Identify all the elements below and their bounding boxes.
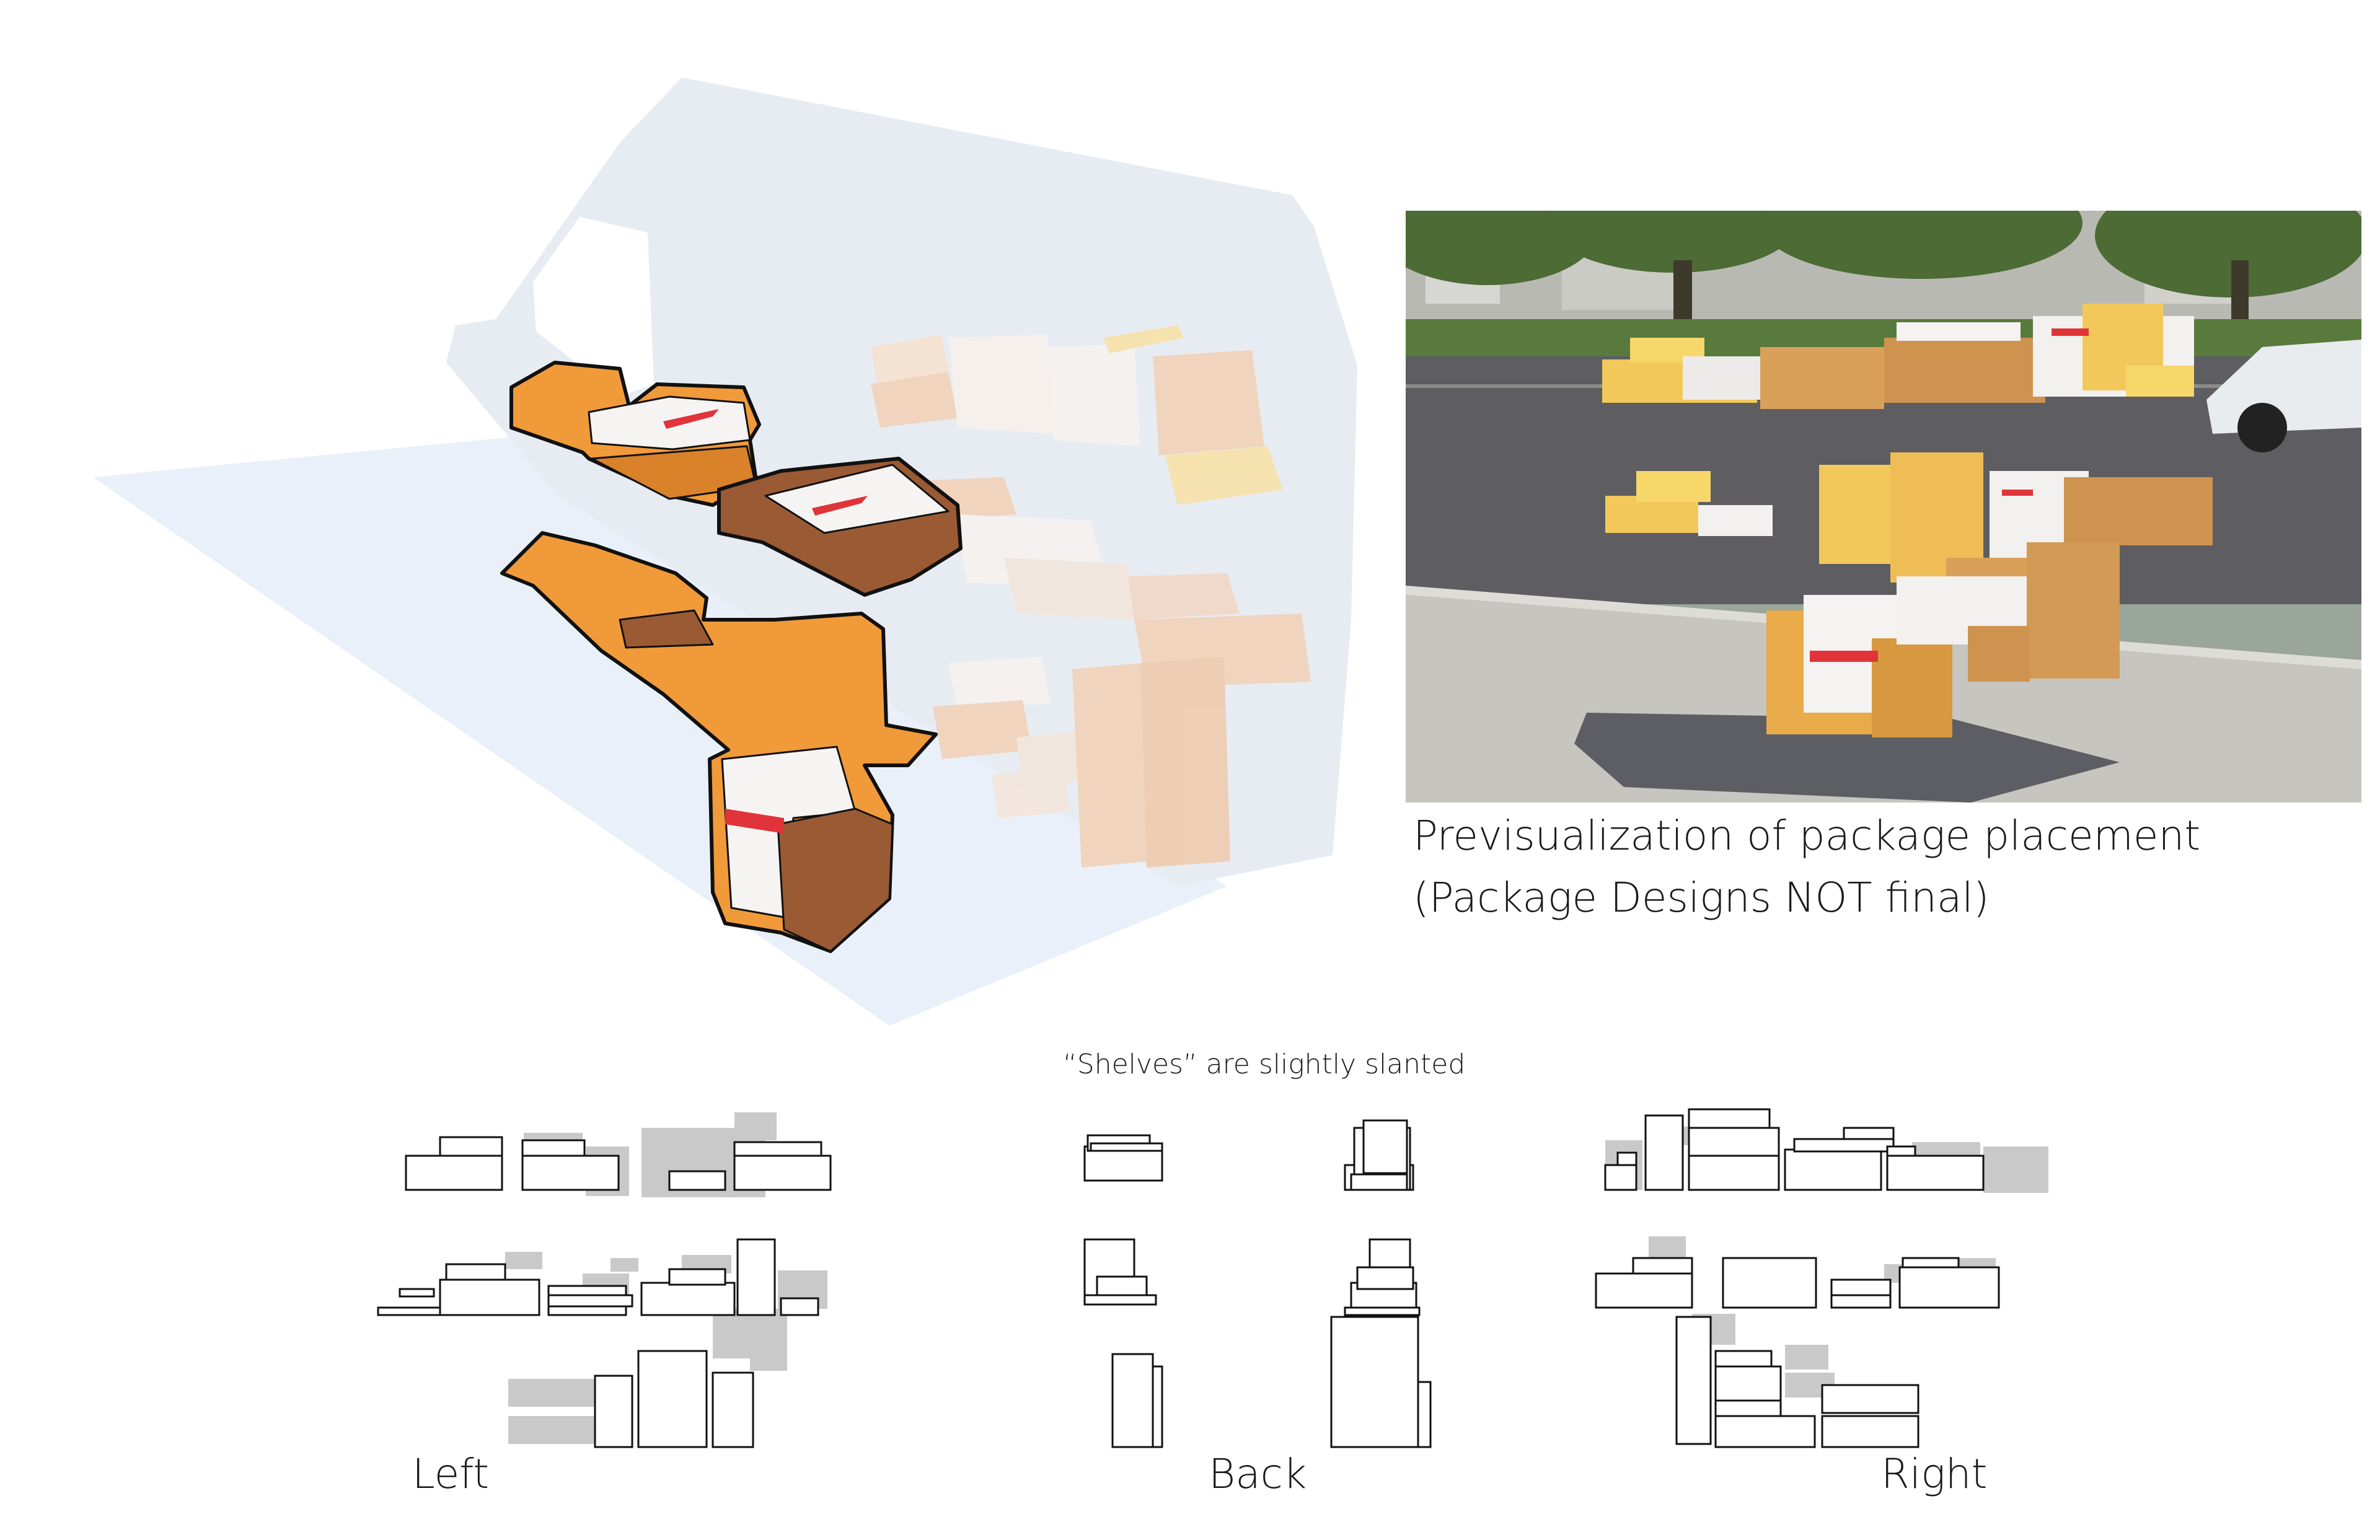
view-label-left: Left — [412, 1450, 490, 1498]
left-view — [377, 1112, 832, 1448]
caption-line-1: Previsualization of package placement — [1413, 812, 2201, 860]
photo-car — [2206, 340, 2361, 452]
right-view — [1595, 1108, 2048, 1448]
photo-box-red-accents — [1810, 328, 2089, 662]
highlighted-box-cluster — [500, 361, 963, 953]
box-red-accents — [663, 409, 868, 834]
photo-floating-boxes — [1602, 304, 2213, 737]
shelves-slant-note: “Shelves” are slightly slanted — [1063, 1049, 1466, 1080]
van-window — [533, 217, 654, 397]
view-label-back: Back — [1209, 1450, 1307, 1498]
caption-line-2: (Package Designs NOT final) — [1413, 874, 1990, 922]
view-label-right: Right — [1881, 1450, 1988, 1498]
faded-box-cluster — [871, 325, 1311, 868]
van-floor — [93, 437, 1227, 1026]
back-view — [1083, 1119, 1432, 1448]
